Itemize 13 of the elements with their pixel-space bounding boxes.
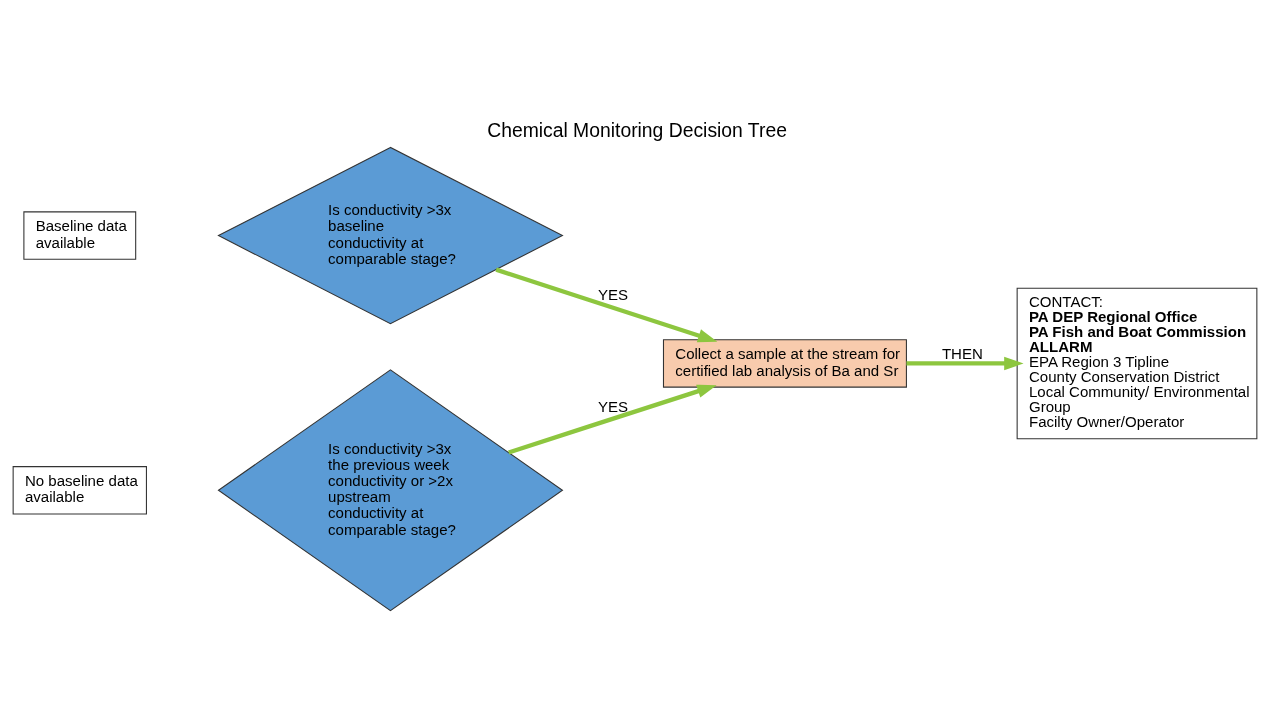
node-diamond: Is conductivity >3x the previous week conductivity or >2x upstream conductivity at comparable stage? bbox=[217, 368, 564, 611]
node-box: CONTACT: PA DEP Regional Office PA Fish and Boat Commission ALLARM EPA Region 3 Tipline County Conservation District Local Community/ Environmental Group Facilty Owner/Operator bbox=[1016, 287, 1258, 439]
node-box: No baseline data available bbox=[12, 465, 147, 514]
arrow bbox=[508, 384, 717, 454]
node-diamond: Is conductivity >3x baseline conductivity at comparable stage? bbox=[217, 146, 564, 324]
edge-label: YES bbox=[597, 397, 628, 415]
node-box: Baseline data available bbox=[23, 210, 137, 260]
diagram-title: Chemical Monitoring Decision Tree bbox=[487, 118, 787, 141]
node-box: Collect a sample at the stream for certified lab analysis of Ba and Sr bbox=[662, 338, 907, 388]
arrow bbox=[906, 356, 1024, 370]
arrow bbox=[495, 267, 718, 342]
edge-label: YES bbox=[597, 285, 628, 303]
edge-label: THEN bbox=[941, 344, 983, 362]
